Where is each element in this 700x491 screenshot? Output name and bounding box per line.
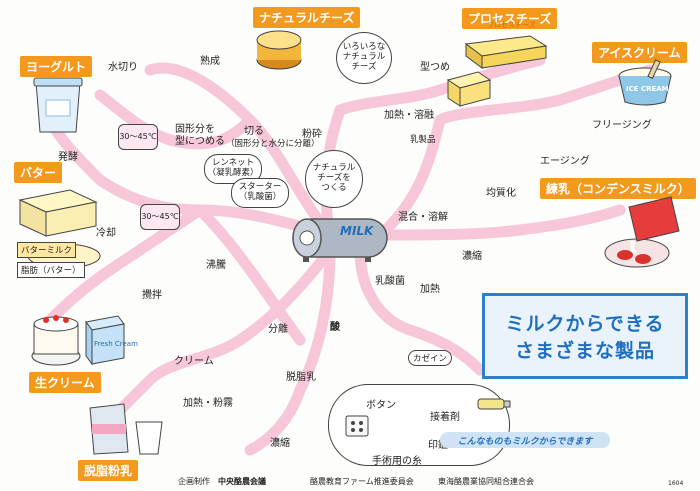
step-cut: 切る (244, 126, 264, 137)
also-from-milk-banner: こんなものもミルクからできます (440, 432, 610, 448)
tag-condensed-milk: 練乳（コンデンスミルク） (540, 178, 696, 199)
various-cheese-bubble: いろいろな ナチュラル チーズ (336, 32, 392, 84)
casein-button: ボタン (366, 400, 396, 411)
milk-tank-label: MILK (340, 224, 374, 238)
step-concentrate-2: 濃縮 (462, 251, 482, 262)
step-pulverize: 粉砕 (302, 129, 322, 140)
tag-butter: バター (14, 162, 63, 183)
tag-natural-cheese: ナチュラルチーズ (253, 7, 361, 28)
step-separation: 分離 (268, 324, 288, 335)
step-ferment: 発酵 (58, 152, 78, 163)
step-emulsifier: 乳製品 (410, 135, 436, 145)
step-ripening: 熟成 (200, 56, 220, 67)
milk-powder-bag-and-glass-icon (89, 403, 163, 455)
headline-box: ミルクからできる さまざまな製品 (482, 293, 688, 379)
step-dewatering: 水切り (108, 62, 138, 73)
step-pack: 型つめ (420, 62, 450, 73)
cheese-wheel-icon (256, 30, 302, 70)
footer-producer: 企画制作 (178, 477, 210, 486)
cheese-block-icon (446, 71, 492, 107)
butter-milk-label: バターミルク (17, 242, 77, 258)
headline-line-2: さまざまな製品 (514, 340, 655, 362)
ice-cream-cup-label: ICE CREAM (626, 85, 669, 93)
step-aging: エージング (540, 156, 590, 167)
footer-org-2: 酪農教育ファーム推進委員会 (310, 477, 414, 486)
footer-code: 1604 (668, 480, 684, 487)
step-cooling: 冷却 (96, 228, 116, 239)
yogurt-container-icon (33, 77, 83, 133)
step-skim-milk: 脱脂乳 (286, 372, 316, 383)
headline-line-1: ミルクからできる (505, 313, 665, 335)
step-cream: クリーム (174, 356, 214, 367)
tag-ice-cream: アイスクリーム (592, 42, 687, 63)
starter-bubble: スターター （乳酸菌） (231, 178, 289, 208)
processed-box-label: プロセスチーズ (487, 21, 536, 29)
casein-seal: 印鑑 (428, 440, 448, 451)
butter-fat-label: 脂肪（バター） (17, 262, 85, 278)
ice-cream-cup-icon (618, 59, 672, 106)
cream-cake-icon (31, 315, 125, 366)
step-mold: 固形分を 型につめる (175, 124, 225, 147)
footer-org-1: 中央酪農会議 (218, 477, 266, 486)
button-icon (345, 415, 369, 437)
condensed-milk-can-icon (604, 196, 680, 268)
step-mix-dissolve: 混合・溶解 (398, 212, 448, 223)
step-heating: 加熱 (420, 284, 440, 295)
milk-tank-icon (292, 218, 388, 262)
step-concentrate-1: 濃縮 (270, 438, 290, 449)
casein-adhesive: 接着剤 (430, 412, 460, 423)
step-acid: 酸 (330, 322, 340, 333)
tag-fresh-cream: 生クリーム (29, 372, 101, 393)
footer-org-3: 東海酪農業協同組合連合会 (438, 477, 534, 486)
step-lactic-bacteria: 乳酸菌 (375, 276, 405, 287)
butter-block-icon (18, 189, 101, 269)
step-freezing: フリージング (592, 120, 652, 131)
step-cut-note: （固形分と水分に分離） (226, 139, 320, 149)
step-homogenize: 均質化 (486, 188, 516, 199)
temp-bubble-1: 30〜45℃ (118, 124, 158, 150)
processed-cheese-box-icon (464, 35, 548, 69)
fresh-cream-box-label: Fresh Cream (94, 340, 138, 348)
step-heat-powder: 加熱・粉霧 (183, 398, 233, 409)
step-heat-dissolve: 加熱・溶融 (384, 110, 434, 121)
tag-processed-cheese: プロセスチーズ (462, 8, 558, 29)
tag-yogurt: ヨーグルト (20, 56, 93, 77)
glue-tube-icon (477, 398, 511, 410)
step-churning: 攪拌 (142, 290, 162, 301)
casein-hand-thread: 手術用の糸 (372, 456, 422, 467)
temp-bubble-2: 30〜45℃ (140, 204, 180, 230)
step-casein: カゼイン (408, 350, 453, 366)
make-cheese-bubble: ナチュラル チーズを つくる (305, 150, 363, 208)
tag-skim-milk-powder: 脱脂粉乳 (78, 460, 139, 481)
step-boiling: 沸騰 (206, 260, 226, 271)
